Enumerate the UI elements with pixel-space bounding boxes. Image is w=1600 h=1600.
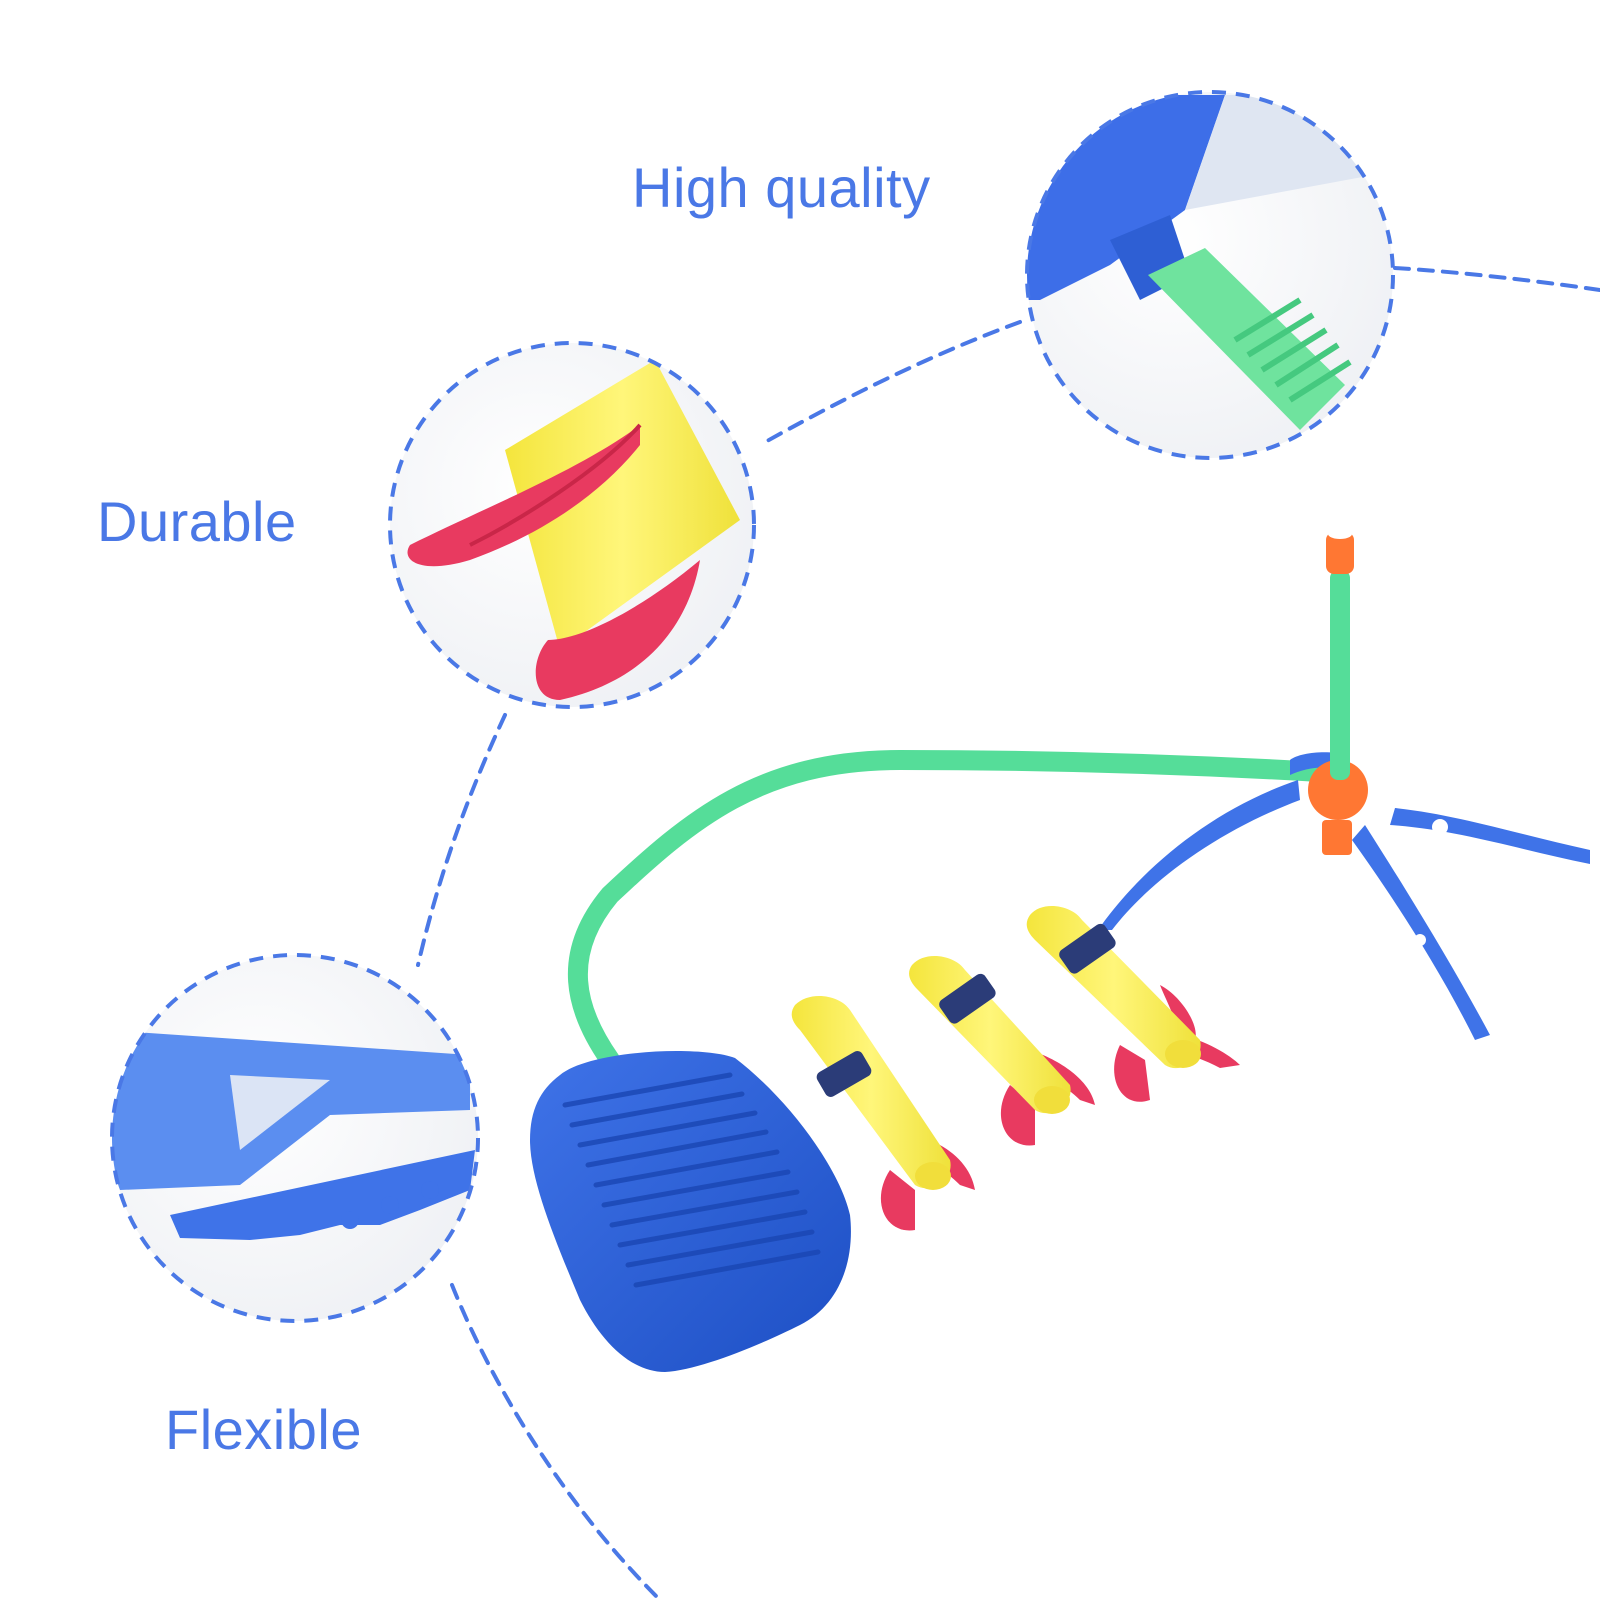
foot-pedal-pump: [530, 1051, 851, 1372]
feature-label-flexible: Flexible: [165, 1398, 362, 1461]
rocket-launcher-stand: [1098, 529, 1590, 1040]
leg-cutouts: [1167, 819, 1448, 946]
connector-mid-to-bottom: [416, 713, 507, 967]
green-hose: [567, 749, 1330, 1070]
feature-label-durable: Durable: [97, 490, 297, 553]
foam-rocket-3: [1026, 905, 1240, 1102]
zoom-circle-high-quality: [1025, 90, 1395, 460]
foam-rocket-2: [909, 955, 1095, 1146]
connector-bottom-out: [450, 1283, 662, 1600]
connector-lines: [416, 266, 1600, 1600]
closeup-launcher-leg: [112, 1030, 475, 1240]
zoom-circle-flexible: [110, 953, 480, 1323]
closeup-foam-rocket-fins: [407, 360, 740, 700]
connector-top-right: [1393, 266, 1600, 292]
zoom-circle-durable: [388, 341, 756, 709]
connector-top-to-mid: [758, 320, 1022, 447]
foam-rocket-1: [791, 995, 975, 1231]
feature-label-high-quality: High quality: [632, 156, 931, 219]
